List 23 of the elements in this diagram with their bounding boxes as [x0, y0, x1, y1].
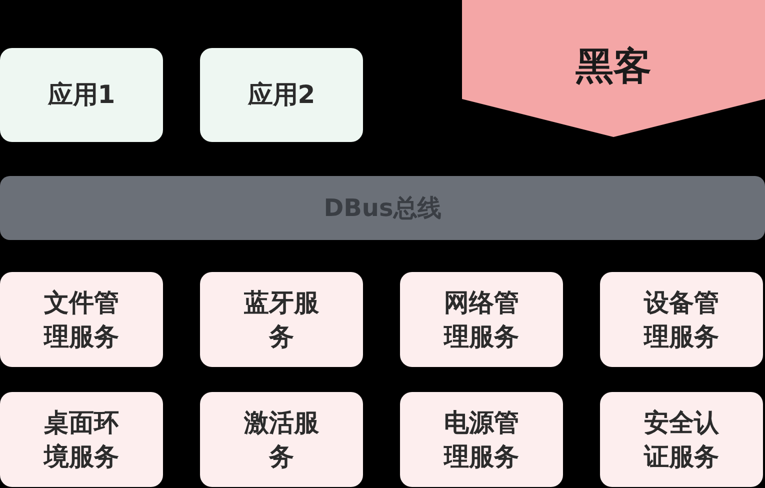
service-label: 激活服务: [242, 406, 320, 472]
hacker-label: 黑客: [576, 44, 652, 88]
service-label: 文件管理服务: [42, 286, 120, 352]
service-box: [400, 272, 563, 367]
service-label: 安全认证服务: [642, 406, 720, 472]
hacker-banner: [462, 0, 765, 137]
service-label: 网络管理服务: [442, 286, 520, 352]
service-box: [200, 392, 363, 487]
application-label: 应用2: [248, 79, 316, 111]
service-label: 桌面环境服务: [42, 406, 120, 472]
application-box: [200, 48, 363, 142]
service-label: 蓝牙服务: [243, 286, 320, 352]
service-box: [0, 392, 163, 487]
service-box: [600, 392, 763, 487]
application-label: 应用1: [48, 79, 116, 111]
service-box: [0, 272, 163, 367]
service-box: [200, 272, 363, 367]
application-box: [0, 48, 163, 142]
service-label: 设备管理服务: [642, 286, 720, 352]
bus-bar: [0, 176, 765, 240]
service-box: [400, 392, 563, 487]
service-box: [600, 272, 763, 367]
service-label: 电源管理服务: [442, 406, 520, 472]
